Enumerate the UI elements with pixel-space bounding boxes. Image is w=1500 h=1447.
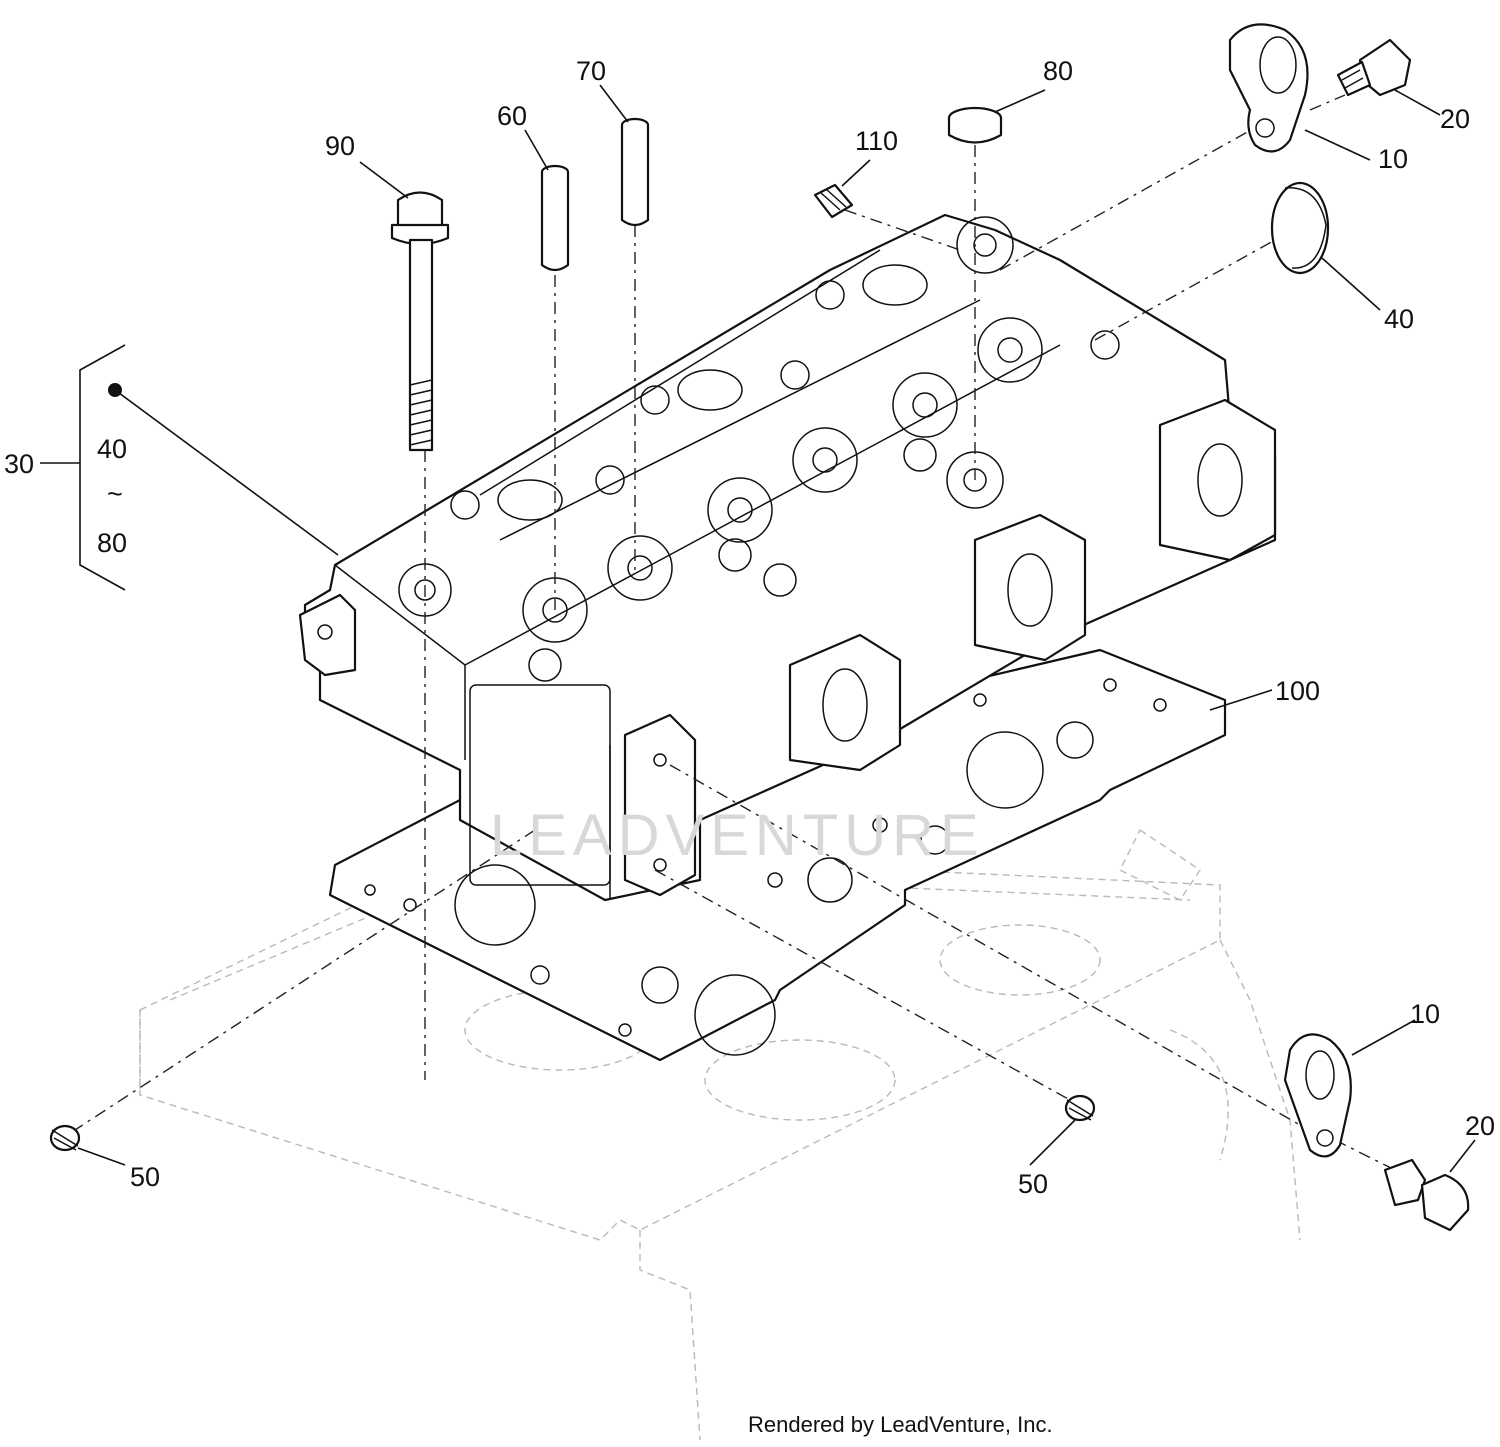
callout-100: 100 bbox=[1275, 676, 1320, 706]
head-bolt-part-90 bbox=[390, 191, 450, 452]
seal-ring-part-80 bbox=[947, 106, 1003, 144]
callout-40-right: 40 bbox=[1384, 304, 1414, 334]
hanger-bracket-part-10-top bbox=[1228, 23, 1309, 153]
watermark-text: LEADVENTURE bbox=[490, 803, 985, 868]
alignment-lines bbox=[74, 94, 1396, 1171]
plug-part-110 bbox=[813, 183, 854, 219]
leader-lines bbox=[77, 84, 1476, 1173]
callout-80-top: 80 bbox=[1043, 56, 1073, 86]
cylinder-head bbox=[298, 213, 1277, 902]
callout-30-range-end: 80 bbox=[97, 528, 127, 558]
callout-110: 110 bbox=[855, 126, 898, 156]
assembly-bracket-30 bbox=[40, 344, 339, 591]
callout-20-bottom: 20 bbox=[1465, 1111, 1495, 1141]
callout-30-range-sep: ~ bbox=[107, 479, 123, 509]
callout-90: 90 bbox=[325, 131, 355, 161]
callout-20-top: 20 bbox=[1440, 104, 1470, 134]
callout-10-top: 10 bbox=[1378, 144, 1408, 174]
callout-70: 70 bbox=[576, 56, 606, 86]
valve-guide-part-60 bbox=[540, 164, 570, 272]
callout-labels: 10 20 40 80 110 70 60 90 30 40 ~ 80 100 … bbox=[4, 56, 1495, 1199]
hanger-bracket-part-10-bottom bbox=[1283, 1033, 1352, 1158]
bolt-part-20-bottom bbox=[1383, 1158, 1470, 1232]
head-gasket bbox=[328, 648, 1227, 1062]
callout-30-range-start: 40 bbox=[97, 434, 127, 464]
callout-10-bottom: 10 bbox=[1410, 999, 1440, 1029]
callout-50-mid: 50 bbox=[1018, 1169, 1048, 1199]
plug-part-50-left bbox=[49, 1124, 81, 1152]
bolt-part-20-top bbox=[1336, 38, 1412, 97]
callout-30: 30 bbox=[4, 449, 34, 479]
callout-60: 60 bbox=[497, 101, 527, 131]
valve-guide-part-70 bbox=[620, 117, 650, 227]
cap-part-40 bbox=[1270, 181, 1330, 275]
callout-50-left: 50 bbox=[130, 1162, 160, 1192]
plug-part-50-mid bbox=[1064, 1094, 1096, 1122]
render-credit: Rendered by LeadVenture, Inc. bbox=[748, 1412, 1053, 1437]
